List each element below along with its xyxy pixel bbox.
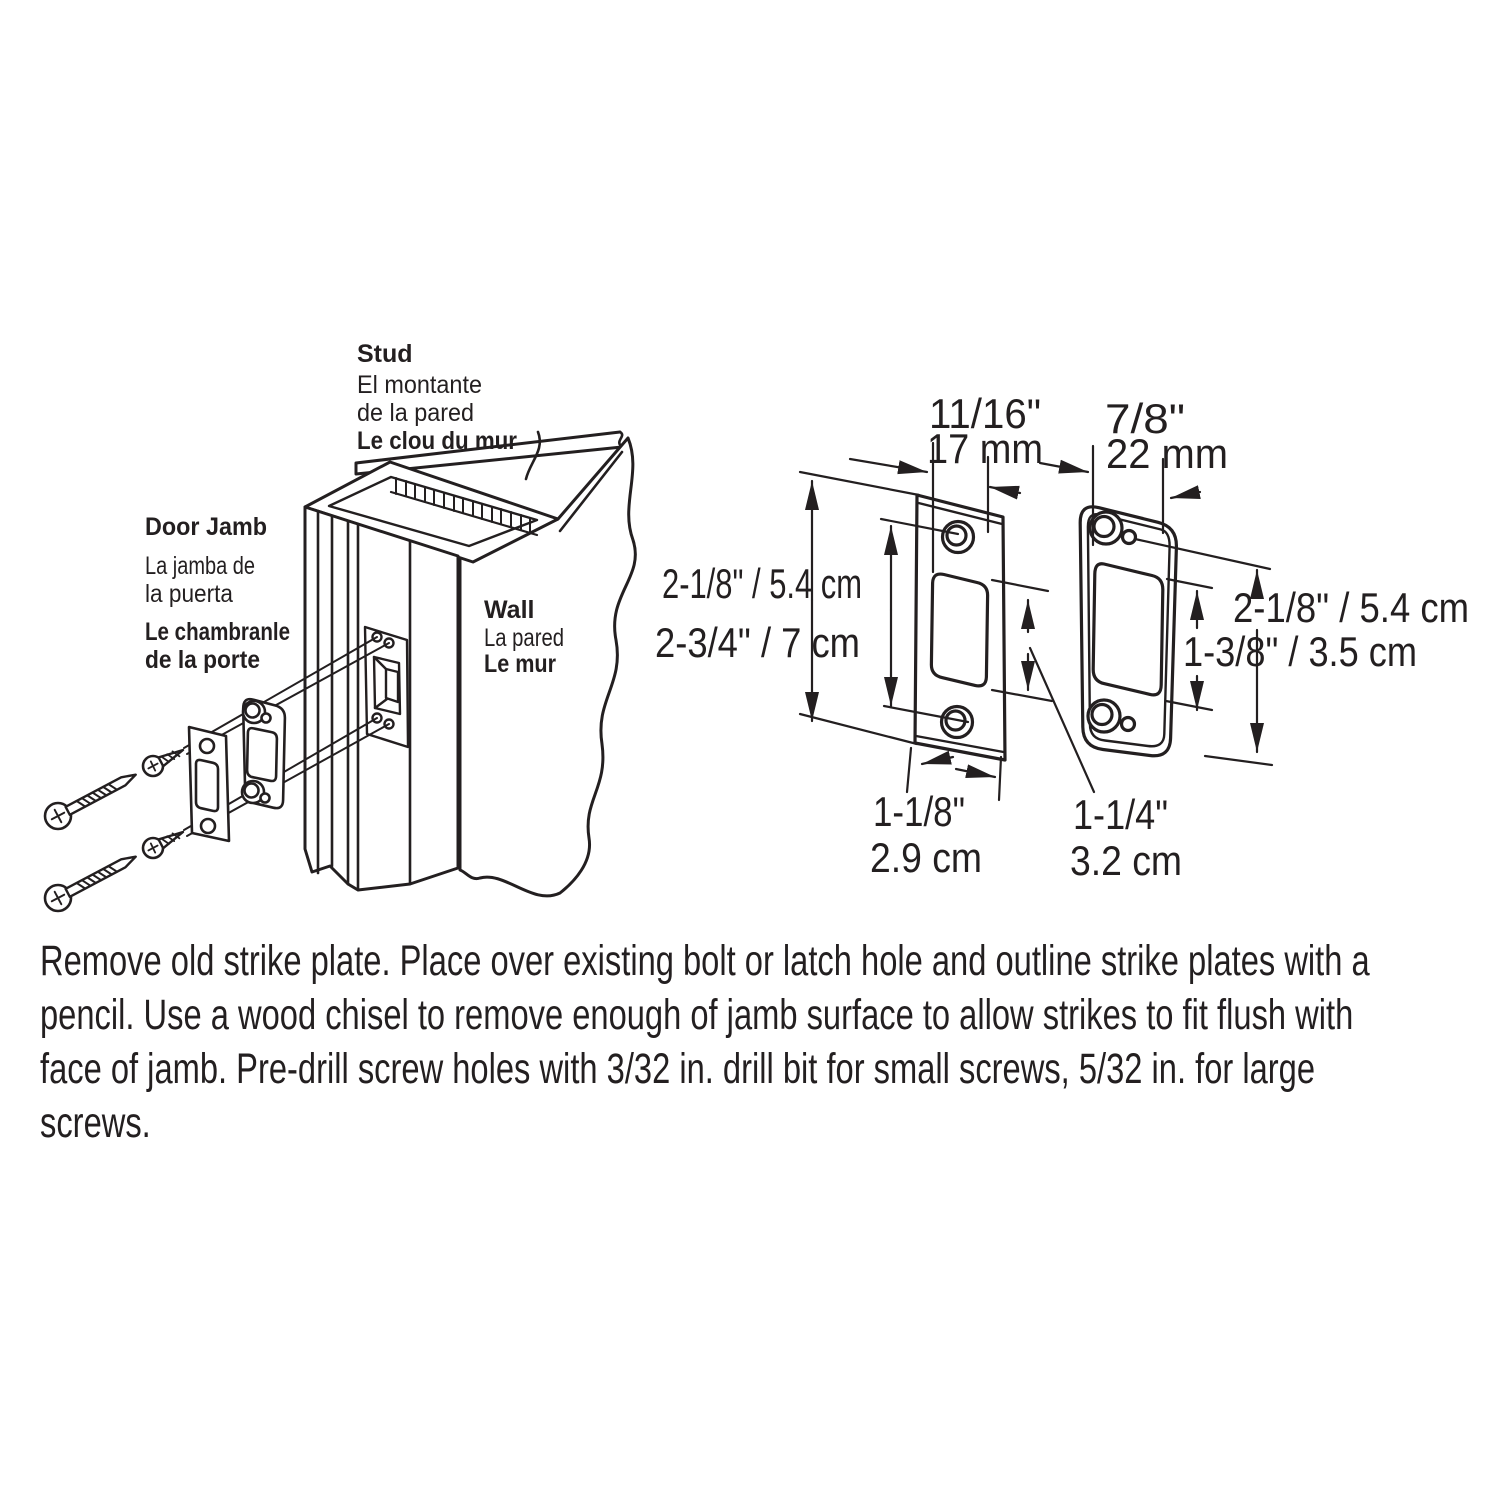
door-jamb-label-fr2: de la porte	[145, 646, 260, 674]
dim-latch-opening-cm: 3.2 cm	[1070, 837, 1182, 884]
dim-standard-top-width-in: 11/16"	[929, 390, 1041, 437]
dim-standard-top-width-mm: 17 mm	[927, 425, 1043, 472]
standard-strike-plate-large	[913, 493, 1007, 762]
exploded-assembly-diagram	[43, 430, 637, 913]
door-jamb-label-en: Door Jamb	[145, 513, 267, 541]
instructions-line: face of jamb. Pre-drill screw holes with…	[40, 1045, 1316, 1093]
stud-label: Stud El montante de la pared Le clou du …	[357, 340, 517, 455]
wall-label: Wall La pared Le mur	[484, 596, 564, 678]
stud-hatching	[395, 477, 531, 534]
stud-label-es2: de la pared	[357, 399, 474, 427]
dim-security-top-width-in: 7/8"	[1105, 395, 1185, 442]
dim-standard-bottom-width-cm: 2.9 cm	[870, 834, 982, 881]
dim-security-opening-height: 1-3/8" / 3.5 cm	[1183, 628, 1417, 675]
door-jamb-body	[303, 505, 460, 892]
standard-plate-dimension-lines	[798, 441, 1096, 802]
dim-standard-height: 2-3/4" / 7 cm	[655, 619, 860, 666]
instructions-text: Remove old strike plate. Place over exis…	[40, 934, 1370, 1150]
dim-security-height: 2-1/8" / 5.4 cm	[1233, 584, 1469, 631]
door-jamb-label-es2: la puerta	[145, 580, 233, 608]
standard-plate-dimension-diagram: 11/16" 17 mm 2-1/8" / 5.4 cm 2-3/4" / 7 …	[655, 390, 1182, 884]
door-jamb-label-fr1: Le chambranle	[145, 618, 290, 646]
instructions-line: pencil. Use a wood chisel to remove enou…	[40, 991, 1354, 1039]
dim-security-top-width-mm: 22 mm	[1106, 430, 1228, 477]
door-jamb-label: Door Jamb La jamba de la puerta Le chamb…	[145, 513, 290, 674]
stud-label-fr: Le clou du mur	[357, 427, 517, 455]
dim-latch-opening-in: 1-1/4"	[1073, 791, 1168, 838]
dim-standard-bottom-width-in: 1-1/8"	[873, 788, 965, 835]
wall-label-fr: Le mur	[484, 650, 556, 678]
mortise-recess	[363, 625, 410, 749]
instructions-line: screws.	[40, 1099, 151, 1147]
wall-label-en: Wall	[484, 596, 534, 624]
wall-label-es: La pared	[484, 624, 564, 652]
security-strike-plate-large	[1078, 505, 1179, 758]
security-plate-dimension-lines	[1038, 444, 1274, 767]
security-strike-plate-small	[240, 697, 287, 810]
door-jamb-label-es1: La jamba de	[145, 552, 255, 580]
dim-standard-hole-spacing: 2-1/8" / 5.4 cm	[662, 560, 862, 607]
standard-strike-plate-small	[187, 725, 231, 843]
stud-label-es1: El montante	[357, 371, 482, 399]
stud-label-en: Stud	[357, 340, 413, 368]
latch-leader-line	[1028, 646, 1096, 794]
instructions-line: Remove old strike plate. Place over exis…	[40, 937, 1370, 985]
stud-leader-line	[524, 430, 541, 481]
security-plate-dimension-diagram: 7/8" 22 mm 2-1/8" / 5.4 cm 1-3/8" / 3.5 …	[1038, 395, 1469, 767]
wall-shape	[458, 436, 637, 898]
jamb-top-section	[303, 460, 560, 564]
